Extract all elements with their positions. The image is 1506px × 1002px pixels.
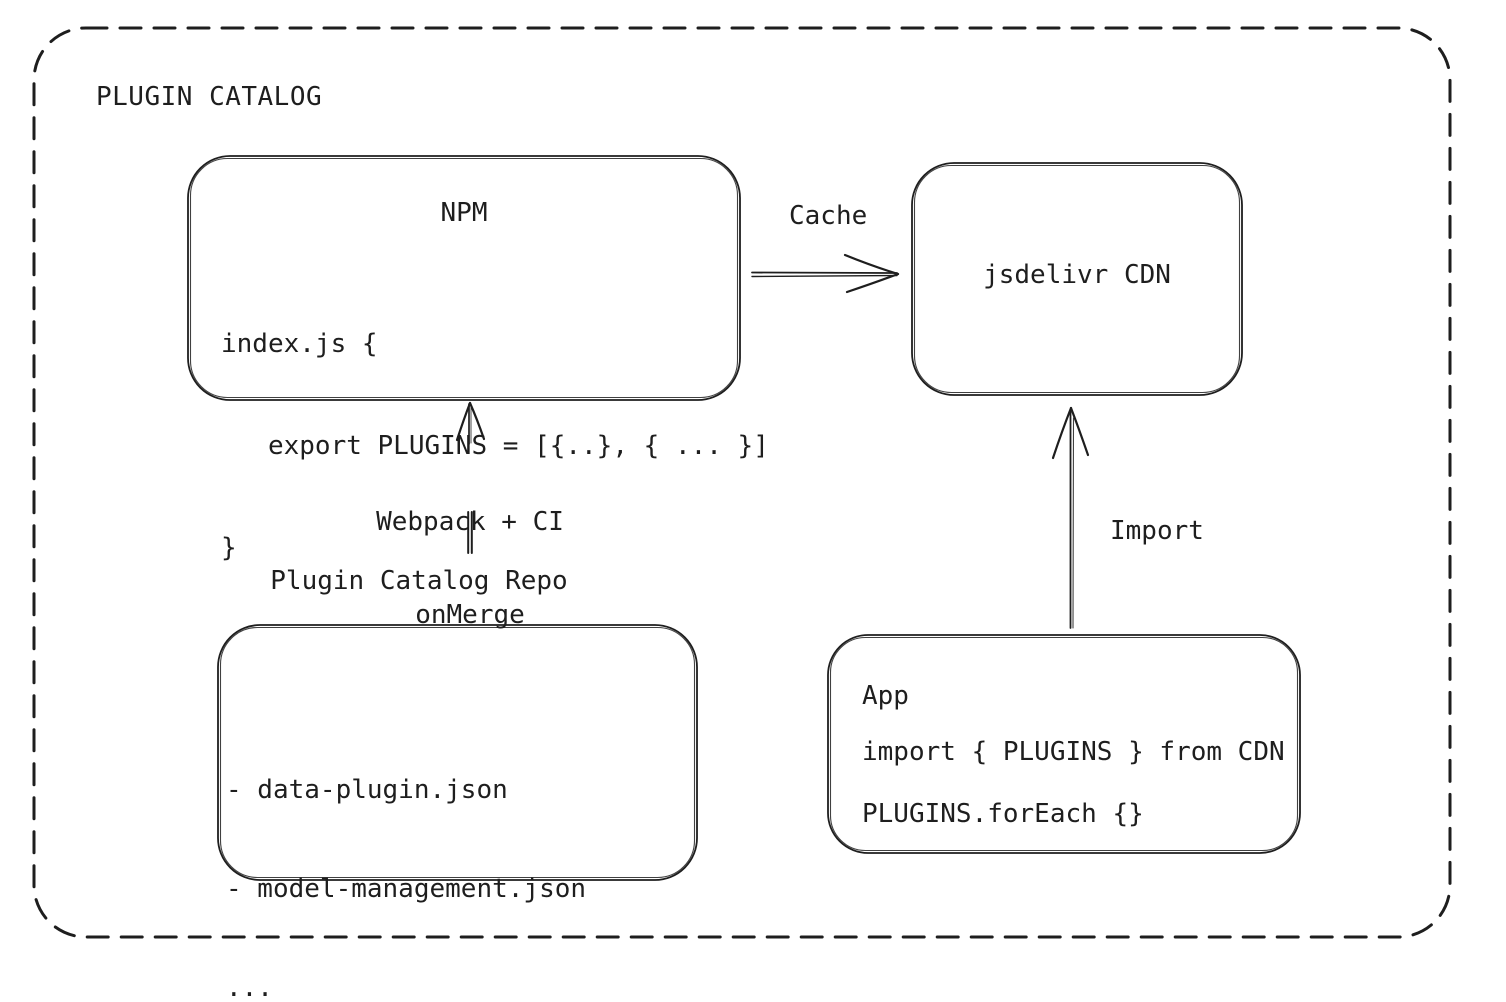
cache-arrow (751, 253, 900, 294)
app-box (827, 634, 1301, 854)
import-arrow (1051, 406, 1090, 629)
app-code-line: PLUGINS.forEach {} (862, 799, 1144, 829)
frame-title: PLUGIN CATALOG (96, 82, 323, 112)
cdn-box (911, 162, 1243, 396)
npm-code-line: index.js { (221, 329, 378, 359)
plugin-catalog-frame-border (32, 26, 1452, 939)
npm-box (187, 155, 741, 401)
cdn-title: jsdelivr CDN (983, 260, 1171, 290)
npm-code-line: } (221, 533, 237, 563)
repo-box (217, 624, 698, 881)
build-edge-label: Webpack + CI onMerge (320, 445, 620, 693)
npm-title: NPM (440, 198, 488, 228)
npm-code-block: index.js { export PLUGINS = [{..}, { ...… (221, 259, 769, 633)
repo-file-item: ... (226, 973, 273, 1002)
repo-title: Plugin Catalog Repo (270, 566, 568, 596)
app-title: App (862, 681, 909, 711)
app-code-line: import { PLUGINS } from CDN (862, 737, 1285, 767)
npm-code-line: export PLUGINS = [{..}, { ... }] (221, 431, 769, 461)
cache-edge-label: Cache (789, 201, 868, 231)
build-arrow (455, 401, 486, 554)
repo-file-item: - data-plugin.json (226, 775, 508, 805)
build-edge-label-line: onMerge (415, 600, 525, 630)
import-edge-label: Import (1110, 516, 1204, 546)
build-edge-label-line: Webpack + CI (376, 507, 564, 537)
repo-file-list: - data-plugin.json - model-management.js… (226, 708, 586, 1002)
repo-file-item: - model-management.json (226, 874, 587, 904)
